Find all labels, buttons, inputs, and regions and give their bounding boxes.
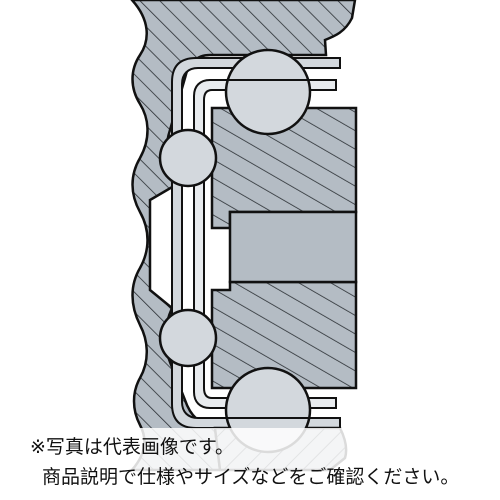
ball-top xyxy=(224,48,312,136)
center-bore xyxy=(228,210,358,284)
outer-rail-housing xyxy=(129,0,357,472)
ball-left-lower xyxy=(158,308,218,368)
ball-left-upper xyxy=(158,128,218,188)
caption-check-product-details-note: 商品説明で仕様やサイズなどをご確認ください。 xyxy=(42,466,460,488)
caption-backdrop xyxy=(0,428,500,500)
caption-representative-image-note: ※写真は代表画像です。 xyxy=(30,436,235,458)
inner-rail-channel xyxy=(193,79,337,409)
